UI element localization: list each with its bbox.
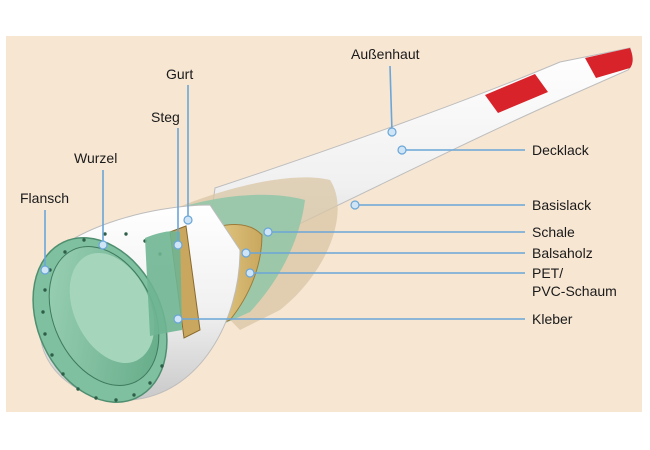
label-steg: Steg [151,109,180,125]
leader-dots [40,127,407,324]
label-balsaholz: Balsaholz [532,245,593,261]
label-schale: Schale [532,224,575,240]
label-wurzel: Wurzel [74,150,117,166]
label-aussenhaut: Außenhaut [351,46,420,62]
label-gurt: Gurt [166,66,193,82]
tip-red-stripe-2 [585,48,633,78]
tip-red-stripe-1 [485,74,548,113]
label-kleber: Kleber [532,311,573,327]
label-pet: PET/ [532,265,563,281]
label-basislack: Basislack [532,197,592,213]
label-pvc-schaum: PVC-Schaum [532,283,617,299]
spar-cap [145,231,182,336]
leader-lines [44,65,525,320]
label-flansch: Flansch [20,190,69,206]
label-decklack: Decklack [532,142,590,158]
root-opening [69,253,155,363]
